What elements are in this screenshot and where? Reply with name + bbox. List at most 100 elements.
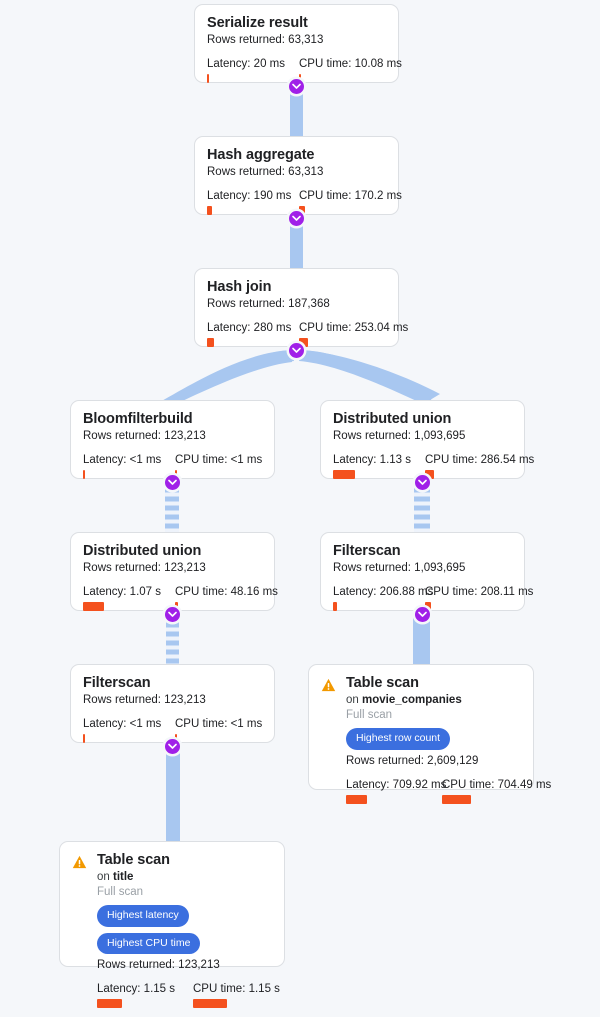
plan-node-hash-aggregate[interactable]: Hash aggregate Rows returned: 63,313 Lat… [194, 136, 402, 215]
cpu-label: CPU time: 170.2 ms [299, 190, 402, 202]
node-header: Bloomfilterbuild [83, 411, 262, 428]
node-metrics: Latency: 1.13 s CPU time: 286.54 ms [333, 453, 534, 479]
plan-node-filterscan-left[interactable]: Filterscan Rows returned: 123,213 Latenc… [70, 664, 275, 743]
on-prefix: on [346, 694, 362, 706]
plan-node-serialize-result[interactable]: Serialize result Rows returned: 63,313 L… [194, 4, 402, 83]
collapse-toggle-filterscan-left[interactable] [165, 739, 180, 754]
node-badges: Highest latency Highest CPU time [97, 905, 272, 954]
node-title: Distributed union [83, 543, 202, 559]
node-header: Distributed union [333, 411, 512, 428]
node-metrics: Latency: 190 ms CPU time: 170.2 ms [207, 189, 402, 215]
node-header: Filterscan [333, 543, 512, 560]
cpu-bar [175, 734, 177, 743]
chevron-down-icon [292, 83, 301, 89]
plan-node-table-scan-movie-companies[interactable]: Table scan on movie_companies Full scan … [308, 664, 551, 804]
cpu-bar [175, 470, 177, 479]
node-title: Hash aggregate [207, 147, 315, 163]
node-title: Filterscan [83, 675, 151, 691]
node-header: Hash aggregate [207, 147, 386, 164]
node-header: Table scan [72, 852, 272, 869]
plan-node-hash-join[interactable]: Hash join Rows returned: 187,368 Latency… [194, 268, 408, 347]
node-metrics: Latency: <1 ms CPU time: <1 ms [83, 453, 262, 479]
latency-metric: Latency: <1 ms [83, 717, 175, 743]
chevron-down-icon [168, 743, 177, 749]
collapse-toggle-distributed-union-right[interactable] [415, 475, 430, 490]
chevron-down-icon [168, 479, 177, 485]
cpu-label: CPU time: 48.16 ms [175, 586, 278, 598]
collapse-toggle-filterscan-right[interactable] [415, 607, 430, 622]
node-header: Serialize result [207, 15, 386, 32]
latency-metric: Latency: 20 ms [207, 57, 299, 83]
badge-highest-latency[interactable]: Highest latency [97, 905, 189, 927]
latency-label: Latency: 280 ms [207, 322, 292, 334]
node-title: Table scan [97, 852, 170, 868]
latency-label: Latency: 1.07 s [83, 586, 161, 598]
edge-hashjoin-to-distributedunion [299, 350, 435, 404]
cpu-metric: CPU time: 48.16 ms [175, 585, 278, 611]
plan-node-table-scan-title[interactable]: Table scan on title Full scan Highest la… [59, 841, 285, 1008]
chevron-down-icon [292, 215, 301, 221]
latency-bar [207, 206, 212, 215]
node-metrics: Latency: 709.92 ms CPU time: 704.49 ms [346, 778, 551, 804]
node-table-reference: on title [97, 870, 272, 885]
plan-node-bloomfilterbuild[interactable]: Bloomfilterbuild Rows returned: 123,213 … [70, 400, 275, 479]
node-metrics: Latency: <1 ms CPU time: <1 ms [83, 717, 262, 743]
latency-metric: Latency: 190 ms [207, 189, 299, 215]
plan-node-filterscan-right[interactable]: Filterscan Rows returned: 1,093,695 Late… [320, 532, 533, 611]
node-metrics: Latency: 1.07 s CPU time: 48.16 ms [83, 585, 278, 611]
collapse-toggle-distributed-union-left[interactable] [165, 607, 180, 622]
edge-hashjoin-to-distributedunion-fill [301, 350, 440, 400]
badge-highest-cpu-time[interactable]: Highest CPU time [97, 932, 201, 954]
collapse-toggle-serialize-result[interactable] [289, 79, 304, 94]
latency-label: Latency: 1.15 s [97, 983, 175, 995]
cpu-bar [175, 602, 178, 611]
node-header-text: Table scan [97, 852, 170, 869]
cpu-metric: CPU time: <1 ms [175, 453, 262, 479]
cpu-metric: CPU time: 286.54 ms [425, 453, 534, 479]
edge-filterscan-to-tablescan-title [166, 746, 180, 843]
plan-node-distributed-union-right[interactable]: Distributed union Rows returned: 1,093,6… [320, 400, 534, 479]
node-title: Distributed union [333, 411, 452, 427]
node-title: Bloomfilterbuild [83, 411, 193, 427]
node-rows-returned: Rows returned: 187,368 [207, 298, 330, 310]
cpu-metric: CPU time: 10.08 ms [299, 57, 402, 83]
latency-label: Latency: 190 ms [207, 190, 292, 202]
node-rows-returned: Rows returned: 123,213 [83, 562, 206, 574]
on-prefix: on [97, 871, 113, 883]
cpu-bar [425, 470, 434, 479]
latency-bar [346, 794, 367, 804]
warning-triangle-icon [72, 855, 87, 869]
latency-bar [333, 602, 337, 611]
cpu-bar [193, 999, 227, 1008]
cpu-label: CPU time: 1.15 s [193, 983, 280, 995]
latency-metric: Latency: 1.15 s [97, 982, 193, 1008]
latency-bar [207, 74, 209, 83]
cpu-bar [442, 794, 471, 804]
node-header: Table scan [321, 675, 521, 692]
latency-bar [83, 470, 85, 479]
table-name: title [113, 871, 134, 883]
collapse-toggle-hash-join[interactable] [289, 343, 304, 358]
warning-triangle-icon [321, 678, 336, 692]
badge-highest-row-count[interactable]: Highest row count [346, 728, 451, 750]
latency-metric: Latency: 280 ms [207, 321, 299, 347]
latency-label: Latency: 206.88 ms [333, 586, 434, 598]
node-header: Filterscan [83, 675, 262, 692]
chevron-down-icon [418, 479, 427, 485]
collapse-toggle-hash-aggregate[interactable] [289, 211, 304, 226]
plan-node-distributed-union-left[interactable]: Distributed union Rows returned: 123,213… [70, 532, 278, 611]
node-header-text: Table scan [346, 675, 419, 692]
cpu-label: CPU time: 253.04 ms [299, 322, 409, 334]
latency-label: Latency: 20 ms [207, 58, 285, 70]
collapse-toggle-bloomfilterbuild[interactable] [165, 475, 180, 490]
edge-hashjoin-to-bloomfilterbuild-fill [160, 350, 294, 404]
table-name: movie_companies [362, 694, 462, 706]
latency-bar [207, 338, 214, 347]
node-metrics: Latency: 206.88 ms CPU time: 208.11 ms [333, 585, 533, 611]
node-rows-returned: Rows returned: 123,213 [83, 430, 206, 442]
cpu-bar [299, 206, 305, 215]
node-metrics: Latency: 280 ms CPU time: 253.04 ms [207, 321, 408, 347]
node-title: Table scan [346, 675, 419, 691]
cpu-metric: CPU time: <1 ms [175, 717, 262, 743]
